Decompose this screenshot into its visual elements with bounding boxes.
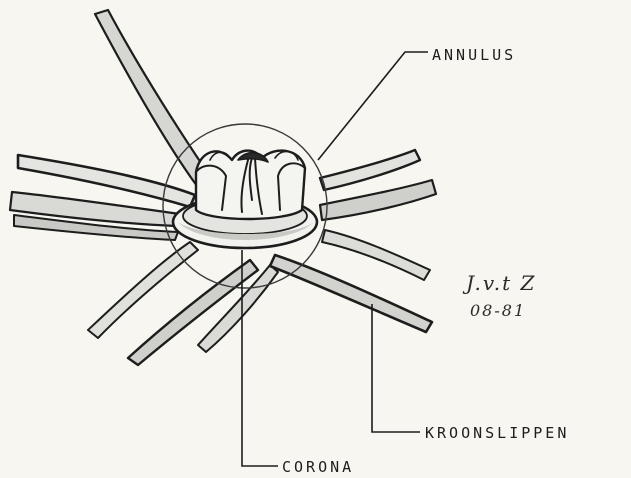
petal-upper-left <box>95 10 214 190</box>
annulus-structure <box>196 151 305 219</box>
petal-right-upper <box>320 150 420 190</box>
petal-right-lower <box>322 230 430 280</box>
artist-signature: J.v.t Z <box>466 271 536 295</box>
signature-date: 08-81 <box>470 301 526 320</box>
label-kroonslippen: KROONSLIPPEN <box>425 424 569 442</box>
label-annulus: ANNULUS <box>432 46 516 64</box>
leader-annulus <box>318 52 428 160</box>
label-corona: CORONA <box>282 458 354 476</box>
